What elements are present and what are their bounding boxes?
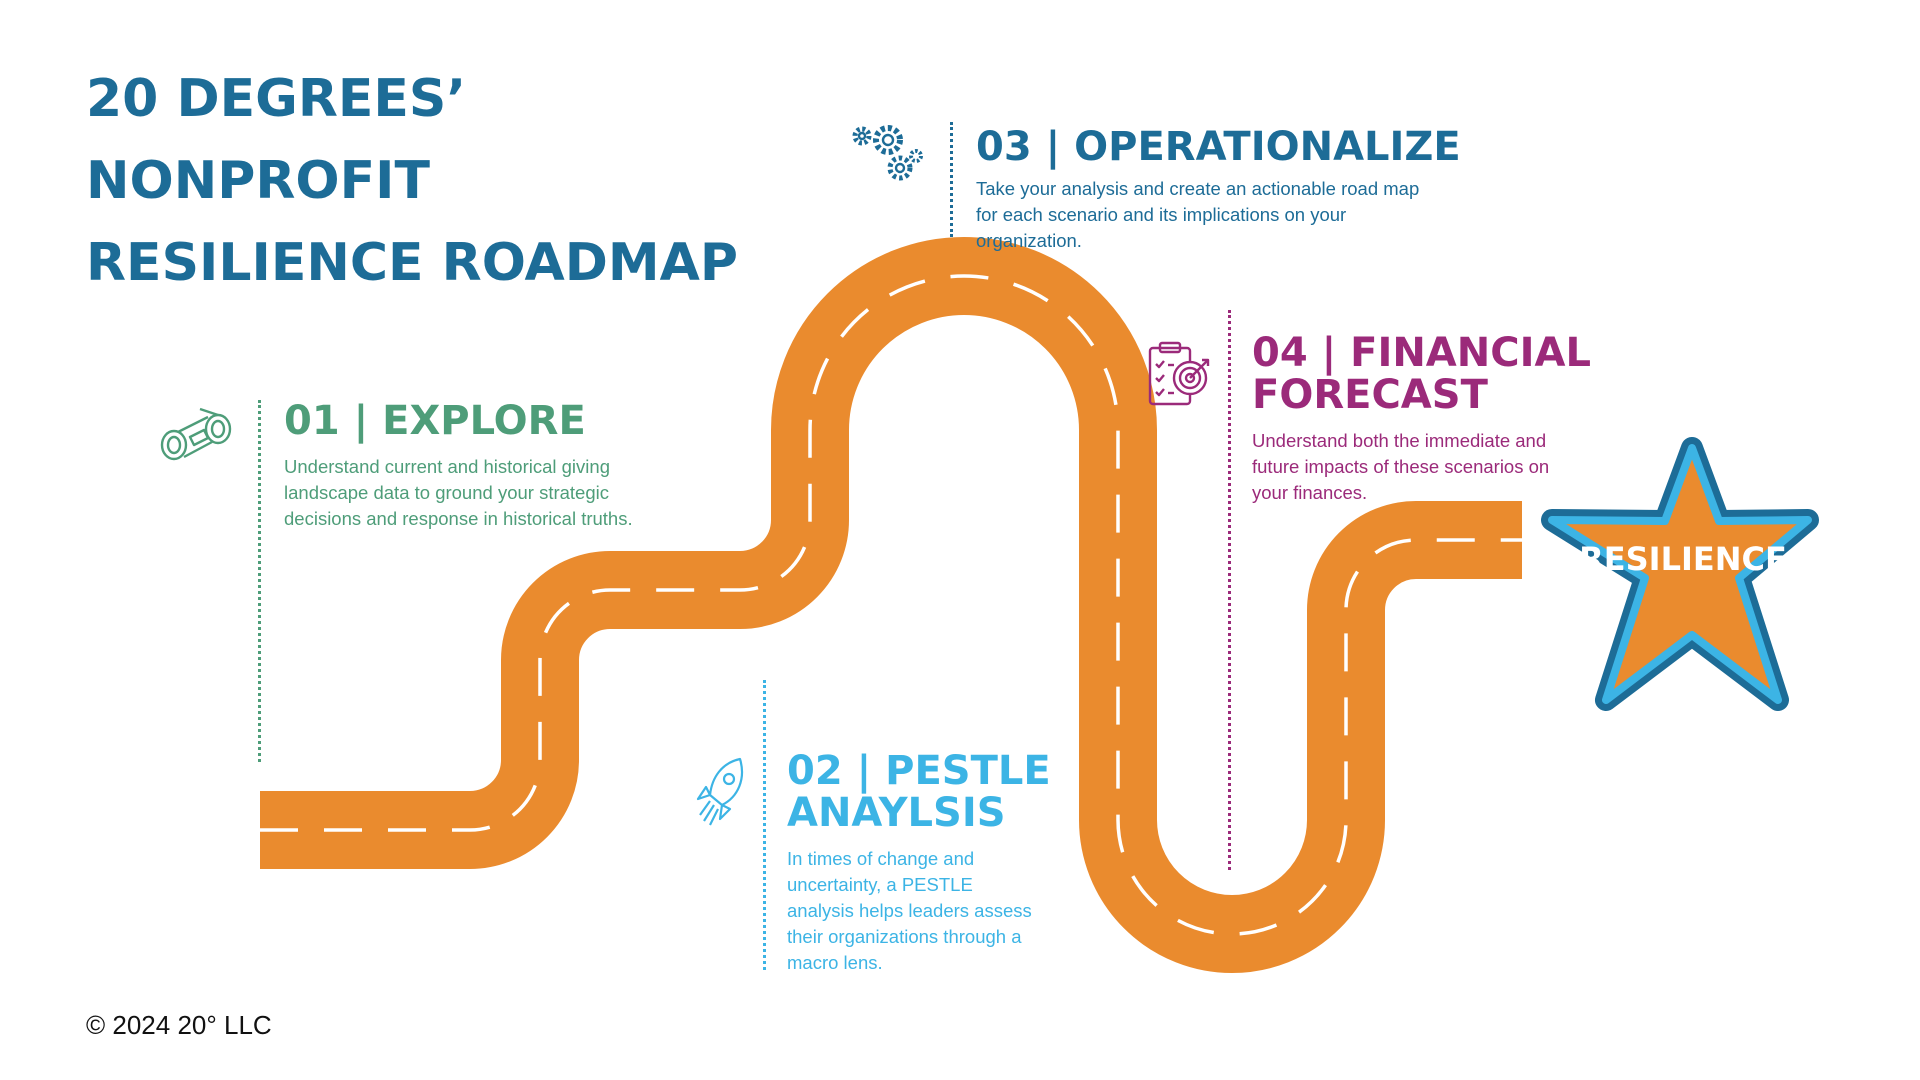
step-description-line: Understand both the immediate and: [1252, 430, 1547, 451]
step-description-line: In times of change and: [787, 848, 975, 869]
step-description-line: organization.: [976, 230, 1082, 251]
road-centerline: [260, 274, 1522, 936]
page-title: 20 DEGREES’ NONPROFIT RESILIENCE ROADMAP: [86, 58, 738, 304]
step-description: Understand both the immediate and future…: [1252, 428, 1591, 506]
step-description-line: uncertainty, a PESTLE: [787, 874, 973, 895]
step-description-line: for each scenario and its implications o…: [976, 204, 1347, 225]
step-heading-line: ANAYLSIS: [787, 790, 1006, 836]
step-description-line: landscape data to ground your strategic: [284, 482, 609, 503]
star-inner-outline: [1548, 444, 1812, 704]
step-description: In times of change and uncertainty, a PE…: [787, 846, 1051, 976]
step-description-line: your finances.: [1252, 482, 1368, 503]
title-line: 20 DEGREES’: [86, 69, 467, 129]
step-heading: 03 | OPERATIONALIZE: [976, 126, 1461, 168]
step-heading-line: 04 | FINANCIAL: [1252, 330, 1591, 376]
step-divider: [258, 400, 261, 762]
step-description-line: their organizations through a: [787, 926, 1022, 947]
clipboard-target-icon: [1146, 340, 1212, 413]
step-heading: 01 | EXPLORE: [284, 400, 633, 442]
copyright-notice: © 2024 20° LLC: [86, 1010, 272, 1040]
step-heading-line: FORECAST: [1252, 372, 1488, 418]
step-heading-line: 02 | PESTLE: [787, 748, 1051, 794]
step-description: Understand current and historical giving…: [284, 454, 633, 532]
step-heading: 04 | FINANCIAL FORECAST: [1252, 332, 1591, 416]
step-divider: [1228, 310, 1231, 870]
gears-icon: [848, 120, 928, 191]
step-heading-line: 01 | EXPLORE: [284, 398, 586, 444]
star-icon: [1541, 437, 1819, 711]
step-description-line: decisions and response in historical tru…: [284, 508, 633, 529]
title-line: NONPROFIT: [86, 151, 430, 211]
step-divider: [950, 122, 953, 237]
step-description-line: Take your analysis and create an actiona…: [976, 178, 1420, 199]
step-description-line: analysis helps leaders assess: [787, 900, 1032, 921]
binoculars-icon: [160, 405, 236, 470]
step-heading-line: 03 | OPERATIONALIZE: [976, 124, 1461, 170]
title-line: RESILIENCE ROADMAP: [86, 233, 739, 293]
destination-label: RESILIENCE: [1579, 540, 1787, 578]
step-divider: [763, 680, 766, 970]
step-description: Take your analysis and create an actiona…: [976, 176, 1461, 254]
step-description-line: Understand current and historical giving: [284, 456, 610, 477]
step-description-line: macro lens.: [787, 952, 883, 973]
rocket-icon: [692, 755, 752, 836]
step-heading: 02 | PESTLE ANAYLSIS: [787, 750, 1051, 834]
step-description-line: future impacts of these scenarios on: [1252, 456, 1550, 477]
